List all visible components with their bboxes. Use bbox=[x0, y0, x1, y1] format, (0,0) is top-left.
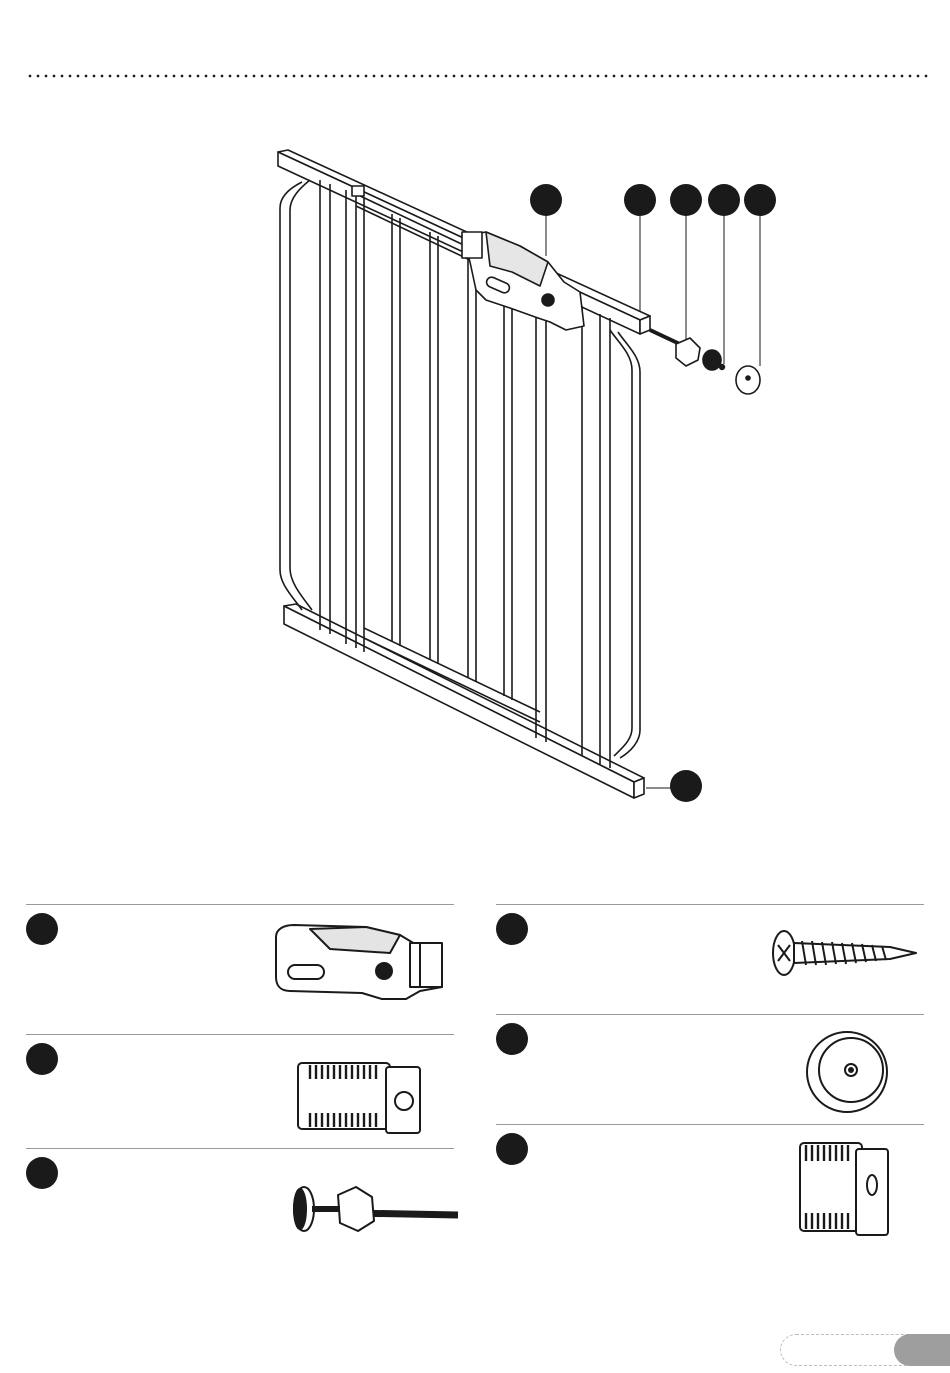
part-number-badge bbox=[496, 1133, 528, 1165]
part-panel-wall-cup bbox=[496, 1014, 924, 1125]
spindle-wheel-exploded bbox=[676, 338, 760, 394]
part-panel-end-cap bbox=[26, 1034, 454, 1149]
callout-c bbox=[670, 184, 702, 216]
page-number-tab bbox=[894, 1334, 950, 1366]
callout-d bbox=[708, 184, 740, 216]
end-cap-icon bbox=[288, 1049, 428, 1139]
left-frame-bar bbox=[280, 182, 302, 610]
wall-cup-icon bbox=[802, 1029, 892, 1115]
part-number-badge bbox=[26, 913, 58, 945]
part-number-badge bbox=[496, 1023, 528, 1055]
part-panel-screw bbox=[496, 904, 924, 1015]
part-number-badge bbox=[26, 1043, 58, 1075]
wall-bracket-icon bbox=[794, 1135, 894, 1239]
bottom-rail bbox=[284, 604, 644, 798]
callout-f bbox=[670, 770, 702, 802]
part-panel-locking-handle bbox=[26, 904, 454, 1035]
part-panel-wall-bracket bbox=[496, 1124, 924, 1255]
callout-a bbox=[530, 184, 562, 216]
locking-handle-icon bbox=[270, 915, 450, 1005]
part-number-badge bbox=[496, 913, 528, 945]
part-panel-threaded-spindle bbox=[26, 1148, 454, 1259]
screw-icon bbox=[770, 925, 920, 981]
gate-assembly-diagram bbox=[0, 0, 950, 860]
threaded-spindle-icon bbox=[282, 1175, 462, 1245]
part-number-badge bbox=[26, 1157, 58, 1189]
callout-b bbox=[624, 184, 656, 216]
right-frame-bar bbox=[618, 332, 640, 758]
callout-e bbox=[744, 184, 776, 216]
